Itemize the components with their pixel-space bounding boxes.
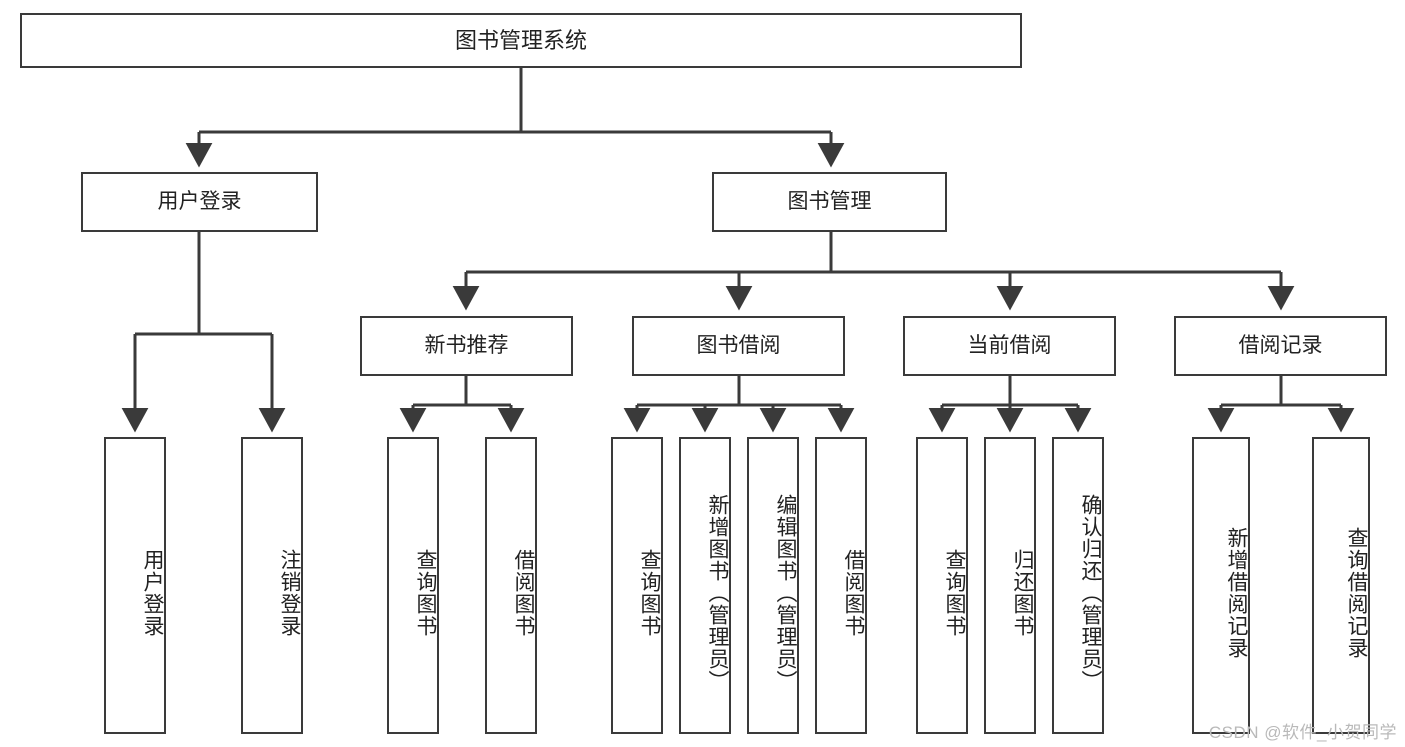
node-label: 确认归还（管理员）: [1079, 493, 1102, 692]
node-label: 当前借阅: [967, 333, 1052, 357]
node-label: 借阅图书: [842, 548, 865, 637]
node-label: 查询借阅记录: [1345, 526, 1368, 659]
node-current-borrow[interactable]: 当前借阅: [903, 316, 1116, 376]
leaf-edit-book-admin[interactable]: 编辑图书（管理员）: [747, 437, 799, 734]
node-new-book-recommend[interactable]: 新书推荐: [360, 316, 573, 376]
leaf-return-book[interactable]: 归还图书: [984, 437, 1036, 734]
node-book-borrow[interactable]: 图书借阅: [632, 316, 845, 376]
leaf-logout-login[interactable]: 注销登录: [241, 437, 303, 734]
node-borrow-record[interactable]: 借阅记录: [1174, 316, 1387, 376]
node-label: 新增图书（管理员）: [706, 493, 729, 692]
node-label: 查询图书: [414, 548, 437, 637]
node-label: 注销登录: [278, 548, 301, 637]
node-label: 图书管理系统: [454, 27, 587, 53]
node-label: 查询图书: [638, 548, 661, 637]
node-label: 归还图书: [1011, 548, 1034, 637]
leaf-borrow-book-borrow[interactable]: 借阅图书: [815, 437, 867, 734]
leaf-query-book-borrow[interactable]: 查询图书: [611, 437, 663, 734]
leaf-query-book-current[interactable]: 查询图书: [916, 437, 968, 734]
leaf-query-book-recommend[interactable]: 查询图书: [387, 437, 439, 734]
leaf-borrow-book-recommend[interactable]: 借阅图书: [485, 437, 537, 734]
node-root-system[interactable]: 图书管理系统: [20, 13, 1022, 68]
node-label: 新书推荐: [424, 333, 509, 357]
node-book-manage[interactable]: 图书管理: [712, 172, 947, 232]
node-label: 新增借阅记录: [1225, 526, 1248, 659]
node-user-login[interactable]: 用户登录: [81, 172, 318, 232]
leaf-user-login[interactable]: 用户登录: [104, 437, 166, 734]
node-label: 用户登录: [141, 548, 164, 637]
leaf-add-borrow-record[interactable]: 新增借阅记录: [1192, 437, 1250, 734]
node-label: 图书管理: [787, 189, 872, 213]
leaf-query-borrow-record[interactable]: 查询借阅记录: [1312, 437, 1370, 734]
node-label: 图书借阅: [696, 333, 781, 357]
node-label: 借阅记录: [1238, 333, 1323, 357]
node-label: 查询图书: [943, 548, 966, 637]
leaf-confirm-return-admin[interactable]: 确认归还（管理员）: [1052, 437, 1104, 734]
node-label: 借阅图书: [512, 548, 535, 637]
leaf-add-book-admin[interactable]: 新增图书（管理员）: [679, 437, 731, 734]
node-label: 用户登录: [157, 189, 242, 213]
csdn-watermark: CSDN @软件_小贺同学: [1208, 723, 1397, 742]
node-label: 编辑图书（管理员）: [774, 493, 797, 692]
